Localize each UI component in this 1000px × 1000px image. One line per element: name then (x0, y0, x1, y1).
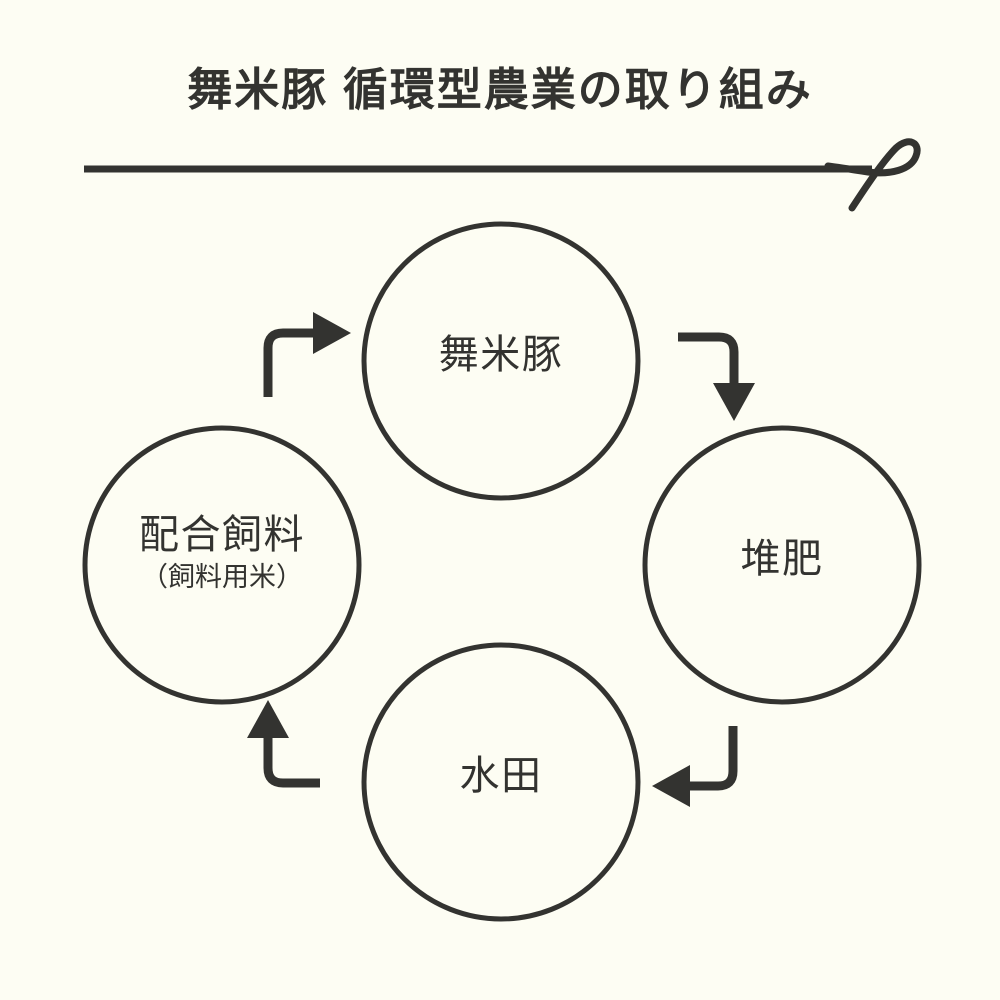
arrowhead-manure-to-paddy (652, 765, 690, 807)
page-title: 舞米豚 循環型農業の取り組み (187, 64, 813, 115)
arrow-manure-to-paddy (652, 726, 738, 807)
underline-loop-flourish (824, 138, 921, 212)
node-circle-pig (361, 221, 641, 501)
node-circle-feed (82, 425, 362, 705)
arrow-paddy-to-feed (247, 700, 320, 788)
decorative-underline-with-loop (84, 138, 921, 212)
arrowhead-paddy-to-feed (247, 700, 289, 738)
arrow-feed-to-pig (263, 312, 351, 397)
node-circle-manure (642, 425, 922, 705)
arrow-pig-to-manure (678, 332, 755, 421)
page-title-block: 舞米豚 循環型農業の取り組み (0, 62, 1000, 118)
node-circle-paddy (361, 642, 641, 922)
arrowhead-feed-to-pig (313, 312, 351, 354)
arrowhead-pig-to-manure (713, 383, 755, 421)
